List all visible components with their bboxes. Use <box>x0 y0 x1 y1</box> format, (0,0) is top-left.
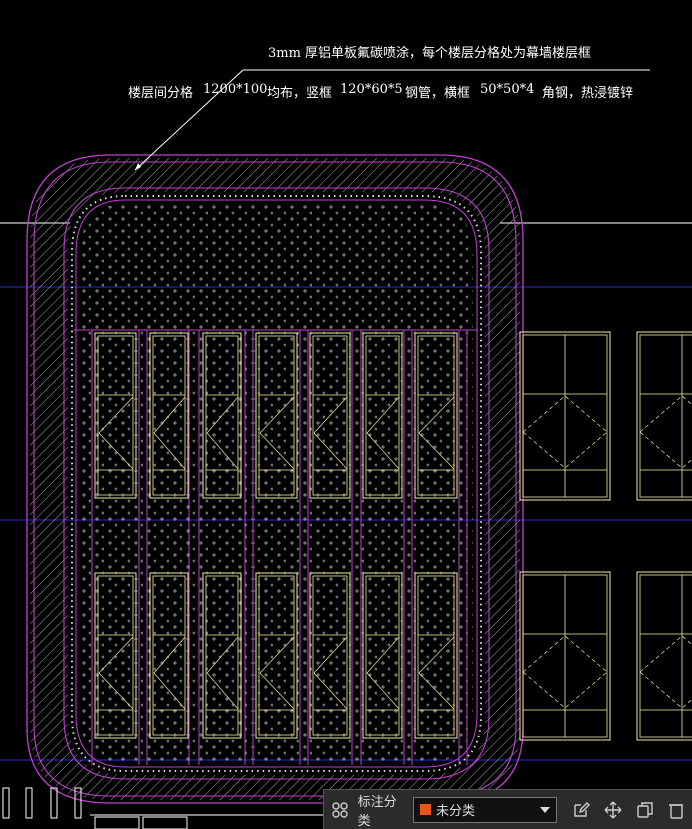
window-inner-frame <box>258 575 295 736</box>
spec-label: 楼层间分格 <box>128 86 194 101</box>
opening-indicator <box>259 636 295 710</box>
move-icon[interactable] <box>597 794 629 826</box>
window-inner-frame <box>205 335 239 496</box>
layers-grid-icon[interactable] <box>324 794 356 826</box>
opening-indicator <box>366 396 400 470</box>
opening-indicator <box>522 635 608 709</box>
window-frame <box>202 572 242 739</box>
window-frame <box>202 332 242 499</box>
window-frame <box>636 331 692 501</box>
window-inner-frame <box>258 335 295 496</box>
opening-indicator <box>418 636 455 710</box>
opening-indicator <box>206 396 239 470</box>
window-frame <box>149 332 189 499</box>
copy-icon[interactable] <box>629 794 661 826</box>
window-row-upper <box>94 332 458 499</box>
window-inner-frame <box>205 575 239 736</box>
opening-indicator <box>418 396 455 470</box>
opening-indicator <box>639 395 692 469</box>
window-inner-frame <box>365 575 400 736</box>
window-inner-frame <box>417 575 455 736</box>
window-inner-frame <box>639 574 692 738</box>
spec-desc-3: 角钢，热浸镀锌 <box>542 86 634 101</box>
category-label: 标注分类 <box>357 793 397 828</box>
spec-desc-1: 均布，竖框 <box>267 86 333 101</box>
opening-indicator <box>313 636 348 710</box>
spec-size-1: 1200*100 <box>203 82 268 97</box>
inner-contour-dotted <box>71 195 482 772</box>
category-value: 未分类 <box>436 803 476 818</box>
delete-icon[interactable] <box>660 794 692 826</box>
window-frame <box>362 332 403 499</box>
category-color-swatch <box>420 804 432 815</box>
window-frame <box>636 571 692 741</box>
opening-indicator <box>639 635 692 709</box>
window-frame <box>309 332 351 499</box>
opening-indicator <box>206 636 239 710</box>
window-inner-frame <box>97 575 134 736</box>
base-posts <box>2 787 325 829</box>
edit-icon[interactable] <box>565 794 597 826</box>
spec-size-2: 120*60*5 <box>340 82 403 97</box>
window-frame <box>255 332 298 499</box>
spandrel-fill <box>80 204 473 763</box>
spec-size-3: 50*50*4 <box>480 82 535 97</box>
leader-arrow <box>135 163 141 170</box>
window-inner-frame <box>312 335 348 496</box>
window-frame <box>309 572 351 739</box>
spec-desc-2: 钢管，横框 <box>405 86 471 101</box>
mullion-group <box>91 330 468 765</box>
window-frame <box>519 331 611 501</box>
window-frame <box>362 572 403 739</box>
window-inner-frame <box>417 335 455 496</box>
inner-contour <box>63 187 490 780</box>
window-inner-frame <box>97 335 134 496</box>
window-frame <box>519 571 611 741</box>
opening-indicator <box>153 396 186 470</box>
opening-indicator <box>153 636 186 710</box>
window-frame <box>414 572 458 739</box>
triangle-down-icon <box>540 802 551 817</box>
opening-indicator <box>366 636 400 710</box>
category-select[interactable]: 未分类 <box>413 796 558 823</box>
window-row-lower <box>94 572 458 739</box>
window-frame <box>414 332 458 499</box>
opening-indicator <box>259 396 295 470</box>
inner-contour-3 <box>75 199 478 768</box>
opening-indicator <box>522 395 608 469</box>
window-inner-frame <box>152 335 186 496</box>
window-group-right <box>519 331 692 741</box>
window-frame <box>94 572 137 739</box>
opening-indicator <box>98 636 134 710</box>
leader-note-text: 3mm 厚铝单板氟碳喷涂，每个楼层分格处为幕墙楼层框 <box>268 46 592 61</box>
annotation-toolbar: 标注分类 未分类 <box>323 789 692 829</box>
window-frame <box>94 332 137 499</box>
window-inner-frame <box>365 335 400 496</box>
opening-indicator <box>313 396 348 470</box>
window-inner-frame <box>152 575 186 736</box>
window-frame <box>149 572 189 739</box>
opening-indicator <box>98 396 134 470</box>
window-frame <box>255 572 298 739</box>
window-inner-frame <box>639 334 692 498</box>
leader-line <box>134 69 244 171</box>
window-inner-frame <box>312 575 348 736</box>
